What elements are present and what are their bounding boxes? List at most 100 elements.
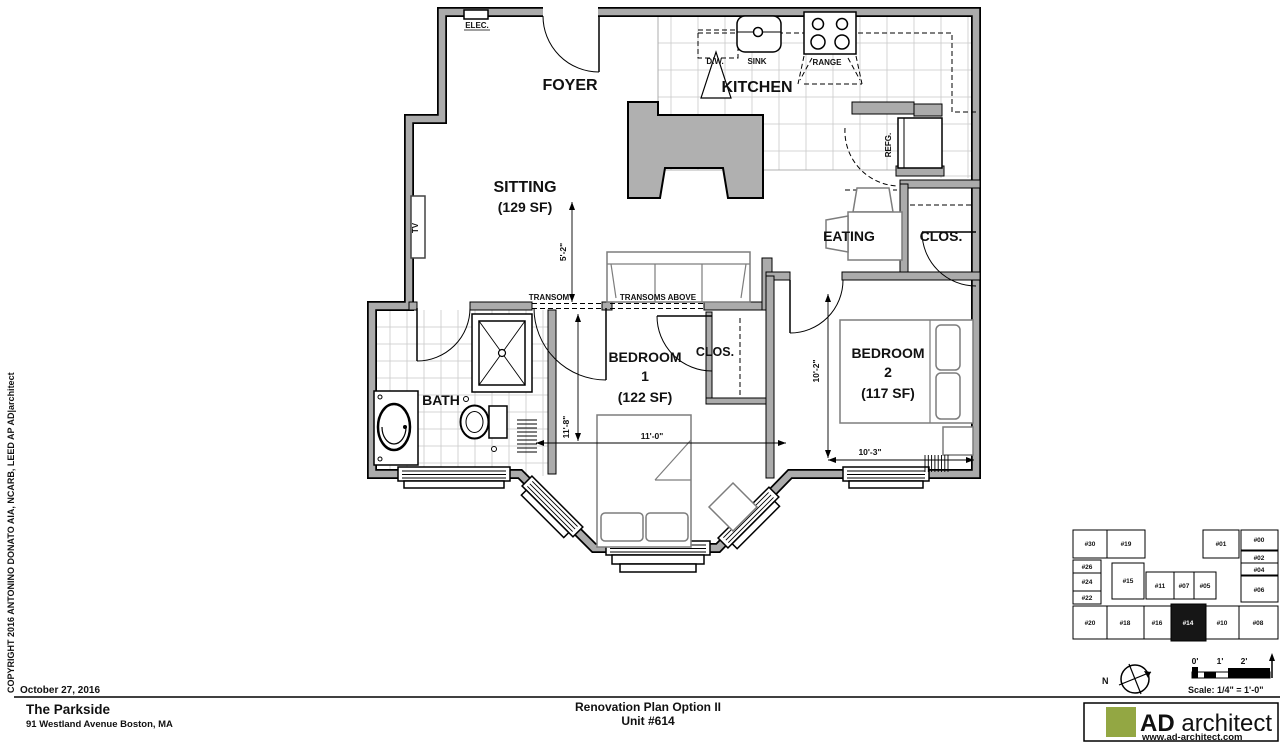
north-label: N [1102,676,1109,686]
scale-tick-0: 0' [1192,656,1199,666]
label-refg: REFG. [884,133,893,157]
keyplan-unit-19: #19 [1121,541,1132,548]
dishwasher [697,29,739,99]
firm-name-rest: architect [1175,710,1273,737]
label-sink: SINK [747,57,766,66]
label-bedroom2-area: (117 SF) [861,385,915,401]
bed-1 [596,414,692,548]
nightstand-2 [942,426,974,456]
bedroom2-radiator [924,455,949,472]
label-dw: D.W. [706,57,723,66]
north-arrow-icon [1118,663,1152,695]
label-tv: TV [411,222,420,233]
kitchen-peninsula [627,101,764,199]
keyplan-unit-06: #06 [1254,587,1265,594]
eating-table [825,187,903,261]
sofa [606,251,751,303]
dim-bedroom2-depth: 10'-2" [811,359,821,382]
bath-door [416,307,471,362]
keyplan-unit-26: #26 [1082,564,1093,571]
shower [471,313,533,393]
sheet-date: October 27, 2016 [20,685,100,696]
bedroom2-window [842,466,930,489]
scale-tick-1: 1' [1217,656,1224,666]
firm-website: www.ad-architect.com [1141,732,1242,743]
range [797,11,863,85]
refrigerator [844,117,943,191]
label-kitchen: KITCHEN [721,79,792,96]
keyplan-unit-14: #14 [1183,620,1194,627]
label-bedroom2-num: 2 [884,364,892,380]
keyplan-unit-08: #08 [1253,620,1264,627]
keyplan-unit-16: #16 [1152,620,1163,627]
keyplan-unit-00: #00 [1254,537,1265,544]
bay-window-left [520,474,584,539]
label-sitting-area: (129 SF) [498,199,552,215]
label-foyer: FOYER [542,77,598,94]
key-plan: #30 #19 #01 #00 #02 #04 #06 #26 #24 #22 … [1072,529,1279,642]
firm-name-bold: AD [1140,710,1175,737]
entry-door [542,15,600,73]
keyplan-unit-10: #10 [1217,620,1228,627]
dim-bedroom2-width: 10'-3" [858,447,881,457]
dim-bedroom1-depth: 11'-8" [561,416,571,439]
keyplan-unit-02: #02 [1254,555,1265,562]
bath-window [397,466,511,489]
project-address: 91 Westland Avenue Boston, MA [26,719,173,730]
bedroom1-closet-door [656,315,713,372]
firm-logo-block: AD architect www.ad-architect.com [1083,702,1279,743]
elec-panel [463,9,490,31]
keyplan-unit-04: #04 [1254,567,1265,574]
key-plan-highlight-unit14 [1170,603,1207,642]
label-elec: ELEC. [465,21,489,30]
hall-closet-door [921,231,977,287]
dim-sitting-depth: 5'-2" [558,243,568,261]
firm-logo-green-square [1106,707,1136,737]
kitchen-sink [736,15,782,53]
scale-tick-2: 2' [1241,656,1248,666]
keyplan-unit-01: #01 [1216,541,1227,548]
svg-text:AD architect: AD architect [1140,710,1272,737]
bath-radiator [517,419,537,453]
kitchen-counter-dashed [698,32,977,113]
drawing-unit: Unit #614 [621,714,675,728]
dimension-lines [536,202,974,463]
label-clos-bedroom: CLOS. [696,345,734,359]
label-bath: BATH [422,392,460,408]
drawing-title: Renovation Plan Option II [575,700,721,714]
label-transoms-above: TRANSOMS ABOVE [620,293,697,302]
keyplan-unit-24: #24 [1082,579,1093,586]
label-clos-hall: CLOS. [920,228,963,244]
label-bedroom1-num: 1 [641,368,649,384]
bedroom2-door [789,279,844,334]
bed-2 [839,319,974,424]
keyplan-unit-22: #22 [1082,595,1093,602]
keyplan-unit-20: #20 [1085,620,1096,627]
scale-bar [1191,653,1275,679]
project-name: The Parkside [26,702,111,717]
keyplan-unit-05: #05 [1200,583,1211,590]
keyplan-unit-18: #18 [1120,620,1131,627]
interior-walls [408,101,981,479]
bedroom1-door [533,307,607,381]
keyplan-unit-07: #07 [1179,583,1190,590]
tv [410,195,426,259]
scale-text: Scale: 1/4" = 1'-0" [1188,685,1263,695]
label-transom: TRANSOM [529,293,570,302]
toilet [459,396,508,452]
label-bedroom1: BEDROOM [608,349,681,365]
nightstand-1 [707,481,759,533]
vanity-sink [373,390,419,466]
label-bedroom2: BEDROOM [851,345,924,361]
dim-bedroom1-width: 11'-0" [641,431,664,441]
label-eating: EATING [823,228,875,244]
keyplan-unit-11: #11 [1155,583,1166,590]
transom-lines [532,303,704,309]
label-bedroom1-area: (122 SF) [618,389,672,405]
label-sitting: SITTING [493,179,556,196]
keyplan-unit-30: #30 [1085,541,1096,548]
copyright-text: COPYRIGHT 2016 ANTONINO DONATO AIA, NCAR… [6,372,16,693]
label-range: RANGE [813,58,843,67]
